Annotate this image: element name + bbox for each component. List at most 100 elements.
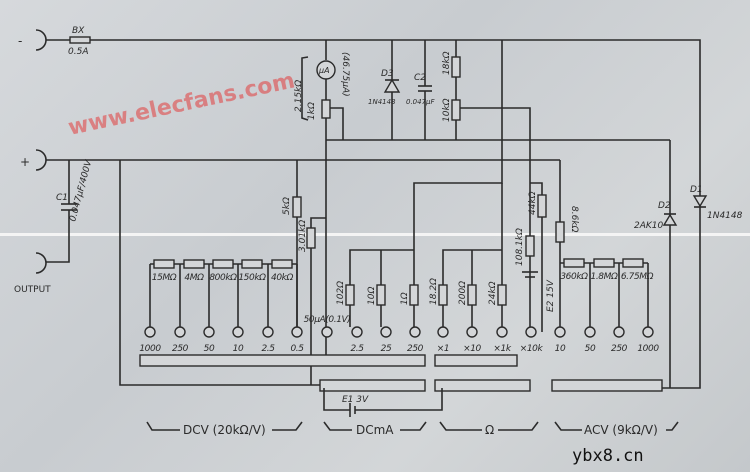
contact-terminal[interactable] [262, 326, 274, 338]
dcv-resistor [212, 259, 234, 269]
contact-terminal[interactable] [203, 326, 215, 338]
contact-terminal[interactable] [642, 326, 654, 338]
range-contact[interactable]: 0.5 [290, 326, 305, 354]
dcv-resistor-label: 40kΩ [271, 273, 293, 283]
shunt-resistor-label: 24kΩ [488, 281, 498, 305]
fuse-rating: 0.5A [68, 47, 88, 57]
range-contact[interactable]: 50 [584, 326, 596, 354]
meter-rating: (46.75μA) [340, 52, 350, 97]
contact-terminal[interactable] [466, 326, 478, 338]
contact-label: 250 [172, 344, 189, 354]
r44k-label: 44kΩ [528, 191, 538, 215]
range-contact[interactable]: ×1 [437, 326, 450, 354]
watermark-ybx8: ybx8.cn [572, 446, 644, 466]
range-contact[interactable]: ×1k [493, 326, 512, 354]
contact-terminal[interactable] [554, 326, 566, 338]
dcv-resistor [241, 259, 263, 269]
d2-name: D2 [658, 201, 671, 211]
shunt-resistor-label: 200Ω [458, 281, 468, 305]
contact-terminal[interactable] [525, 326, 537, 338]
contact-terminal[interactable] [409, 326, 421, 338]
pot-1k [321, 99, 331, 119]
range-contact[interactable]: 250 [407, 326, 424, 354]
e2-label: E2 15V [546, 279, 556, 312]
contact-terminal[interactable] [613, 326, 625, 338]
contact-label: 25 [381, 344, 392, 354]
range-contact[interactable]: 1000 [637, 326, 660, 354]
range-contact[interactable]: ×10k [520, 326, 544, 354]
dcv-resistor-label: 150kΩ [238, 273, 266, 283]
switch-bar-upper-right[interactable] [434, 354, 518, 367]
range-contact[interactable]: 50μA(0.1V) [304, 315, 351, 338]
d3-part: 1N4148 [368, 98, 396, 106]
capacitor-c1: C1 0.047μF/400V [56, 158, 94, 222]
dcv-resistor [153, 259, 175, 269]
contact-label: 1000 [139, 344, 161, 354]
acv-resistor-label: 6.75MΩ [621, 272, 654, 282]
output-terminal: OUTPUT [14, 215, 70, 295]
shunt-resistor [467, 284, 477, 306]
contact-terminal[interactable] [380, 326, 392, 338]
contact-terminal[interactable] [232, 326, 244, 338]
range-contact[interactable]: 2.5 [261, 326, 276, 354]
switch-bar-upper-left[interactable] [139, 354, 426, 367]
c2-name: C2 [414, 73, 426, 83]
d1-name: D1 [690, 185, 703, 195]
d2-part: 2AK10 [634, 221, 664, 231]
fuse-name: BX [72, 26, 85, 36]
contact-label: ×1 [437, 344, 449, 354]
section-ohm: Ω [485, 423, 494, 437]
switch-bar-lower-ohm[interactable] [434, 379, 531, 392]
contact-terminal[interactable] [291, 326, 303, 338]
contact-terminal[interactable] [584, 326, 596, 338]
dcv-resistor [183, 259, 205, 269]
r18k-label: 18kΩ [442, 51, 452, 75]
shunt-resistor [376, 284, 386, 306]
battery-label: E1 3V [342, 395, 369, 405]
switch-bar-lower-dcma[interactable] [319, 379, 426, 392]
shunt-resistor [409, 284, 419, 306]
section-acv: ACV (9kΩ/V) [584, 423, 658, 437]
plus-terminal: + [20, 149, 560, 171]
diode-d1: D1 1N4148 [690, 185, 743, 221]
meter-branch: μA (46.75μA) 1kΩ 2.15kΩ [294, 40, 350, 360]
fuse: BX 0.5A [68, 26, 91, 57]
r86k-label: 8.6kΩ [569, 206, 579, 233]
contact-terminal[interactable] [437, 326, 449, 338]
section-dcma: DCmA [356, 423, 394, 437]
contact-terminal[interactable] [174, 326, 186, 338]
contact-label: 2.5 [350, 344, 364, 354]
range-contact[interactable]: 10 [232, 326, 244, 354]
dcv-resistor [271, 259, 293, 269]
shunt-resistor-label: 102Ω [336, 281, 346, 305]
range-contact[interactable]: 2.5 [350, 326, 365, 354]
meter-total-label: 2.15kΩ [294, 80, 304, 112]
contact-terminal[interactable] [321, 326, 333, 338]
contact-terminal[interactable] [496, 326, 508, 338]
contact-label: 10 [555, 344, 566, 354]
range-contact[interactable]: ×10 [463, 326, 482, 354]
range-contact[interactable]: 250 [172, 326, 189, 354]
range-contact[interactable]: 250 [611, 326, 628, 354]
scan-stripe [0, 233, 750, 236]
acv-resistor [622, 258, 644, 268]
r108k-label: 108.1kΩ [515, 228, 525, 266]
shunt-resistor [345, 284, 355, 306]
d1-part: 1N4148 [707, 211, 743, 221]
range-contact[interactable]: 50 [203, 326, 215, 354]
range-contact[interactable]: 1000 [139, 326, 162, 354]
contact-label: ×10k [520, 344, 544, 354]
range-contact[interactable]: 10 [554, 326, 566, 354]
diode-d3: D3 1N4148 [368, 40, 401, 140]
contact-terminal[interactable] [351, 326, 363, 338]
contact-terminal[interactable] [144, 326, 156, 338]
c1-name: C1 [56, 193, 68, 203]
range-contact[interactable]: 25 [380, 326, 392, 354]
switch-bar-lower-acv[interactable] [551, 379, 663, 392]
plus-label: + [20, 155, 30, 169]
contact-label: ×10 [463, 344, 481, 354]
